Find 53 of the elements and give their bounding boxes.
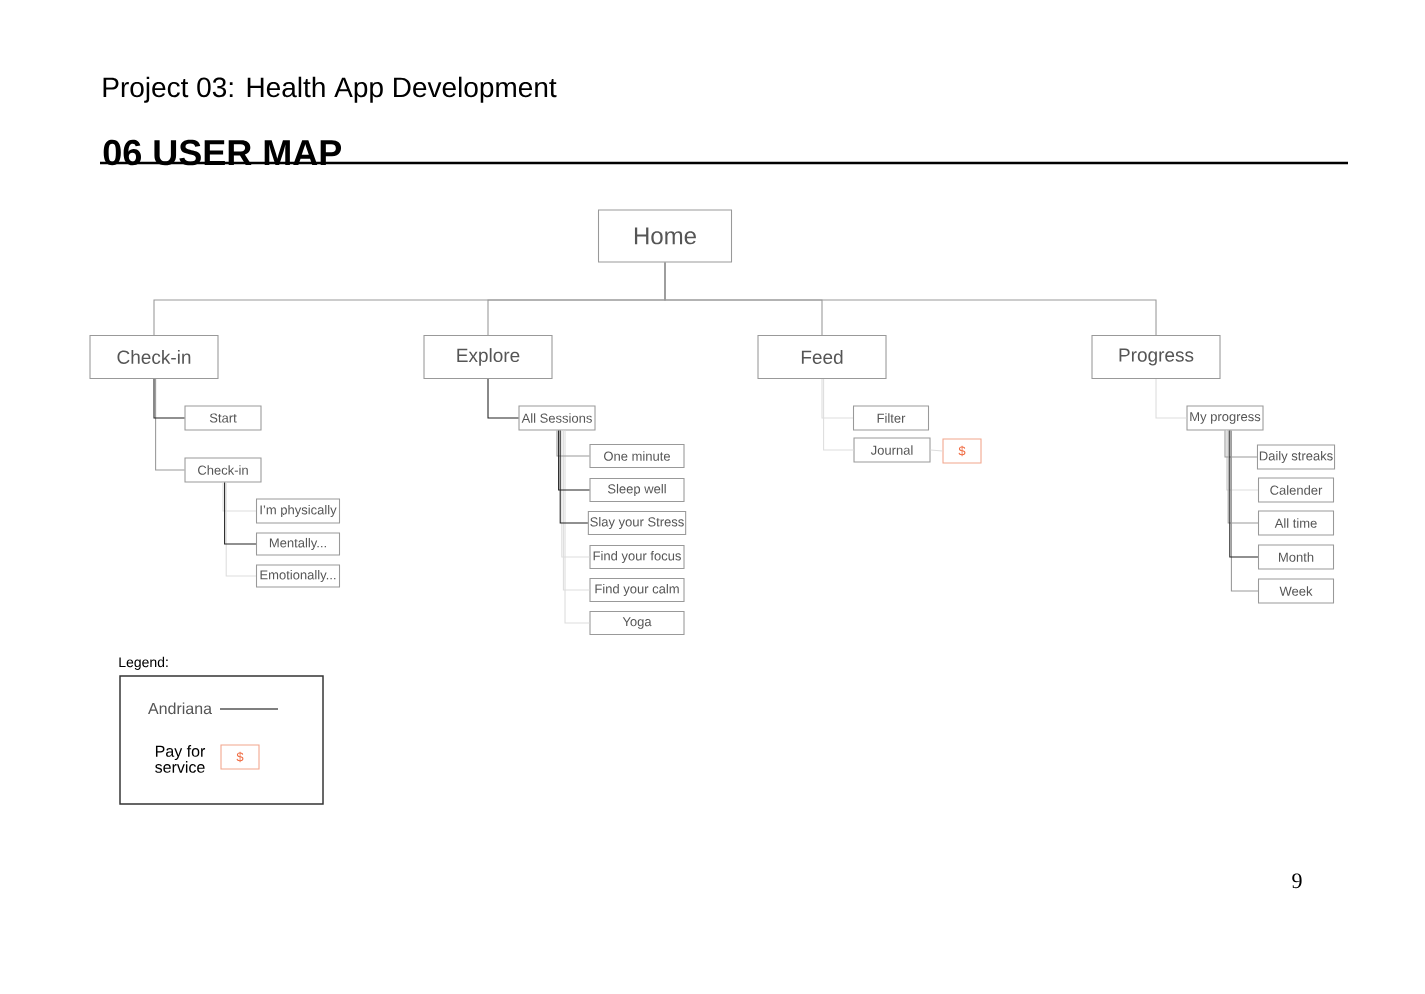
section-box: Check-in bbox=[89, 334, 219, 380]
page-box: Start bbox=[184, 405, 262, 431]
connector bbox=[1229, 430, 1259, 558]
page-box: Daily streaks bbox=[1256, 444, 1336, 470]
connector bbox=[1230, 430, 1259, 592]
connector bbox=[1155, 378, 1187, 419]
connector bbox=[155, 378, 185, 471]
page-box: Check-in bbox=[184, 457, 262, 483]
payment-sample: $ bbox=[220, 744, 260, 770]
connector bbox=[562, 430, 590, 591]
page-box: Journal bbox=[853, 437, 931, 463]
connector bbox=[225, 482, 257, 577]
connector bbox=[222, 482, 257, 512]
home-box: Home bbox=[597, 209, 733, 263]
title: Project 03: Health App Development bbox=[103, 76, 557, 103]
legend-title: Legend: bbox=[119, 656, 168, 670]
page-box: My progress bbox=[1186, 405, 1264, 431]
connector bbox=[1227, 430, 1259, 524]
connector bbox=[821, 378, 854, 419]
page-box: Slay your Stress bbox=[587, 510, 687, 536]
connector bbox=[556, 430, 590, 457]
page-box: Calender bbox=[1257, 477, 1335, 503]
connector bbox=[1224, 430, 1258, 458]
connector bbox=[1226, 430, 1259, 491]
connector bbox=[559, 430, 589, 524]
connector bbox=[823, 378, 854, 451]
connector bbox=[153, 378, 185, 419]
connector bbox=[561, 430, 590, 558]
page-box: Sleep well bbox=[589, 477, 685, 503]
payment-box: $ bbox=[942, 438, 982, 464]
page-number: 9 bbox=[1292, 873, 1302, 889]
page-box: Find your focus bbox=[589, 544, 685, 570]
page-box: Mentally... bbox=[255, 532, 341, 556]
connector bbox=[224, 482, 257, 545]
connector bbox=[487, 378, 519, 419]
legend-label: Pay for service bbox=[155, 745, 206, 773]
section-box: Explore bbox=[423, 334, 553, 380]
page-box: I’m physically bbox=[255, 498, 341, 524]
page-box: Emotionally... bbox=[255, 564, 341, 588]
page-box: Find your calm bbox=[589, 577, 685, 603]
page-box: Month bbox=[1257, 544, 1335, 570]
page-box: All time bbox=[1257, 510, 1335, 536]
connector bbox=[664, 262, 1157, 336]
section-box: Progress bbox=[1091, 334, 1221, 380]
page-box: Yoga bbox=[589, 610, 685, 636]
legend-label: Andriana bbox=[148, 702, 212, 715]
page-box: Week bbox=[1257, 578, 1335, 604]
page-box: Filter bbox=[852, 405, 930, 431]
page-box: All Sessions bbox=[518, 405, 596, 431]
connector bbox=[564, 430, 590, 624]
connector bbox=[558, 430, 590, 491]
section-box: Feed bbox=[757, 334, 887, 380]
page-box: One minute bbox=[589, 443, 685, 469]
